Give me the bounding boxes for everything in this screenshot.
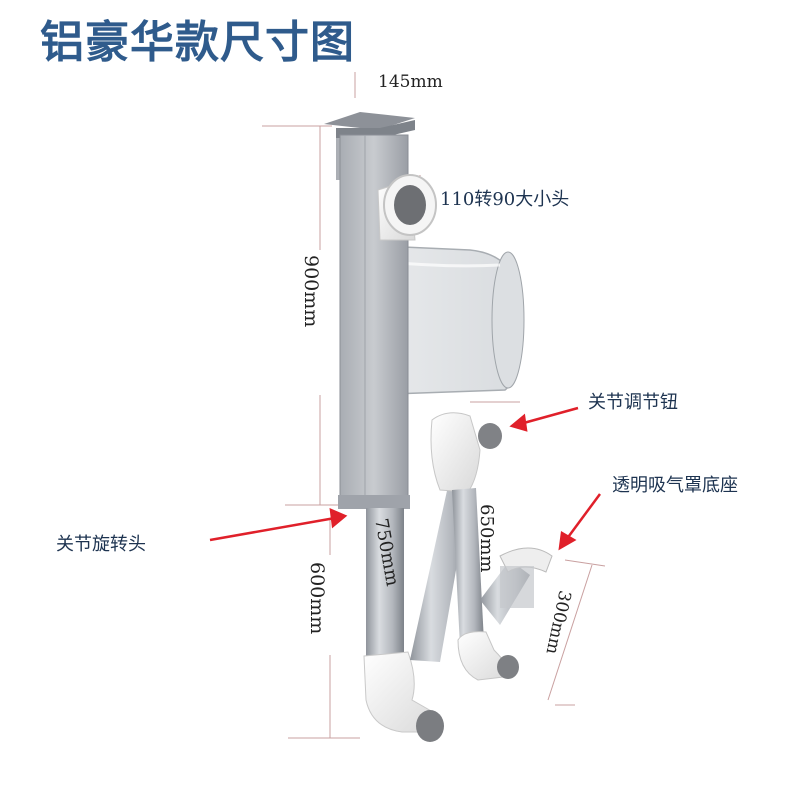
lower-tube [366, 508, 404, 658]
dim-top-width: 145mm [378, 72, 443, 92]
lower-elbow-joint [457, 631, 519, 681]
upper-elbow-joint [430, 412, 502, 493]
annotation-arrows [209, 406, 602, 551]
main-duct [324, 112, 415, 509]
dim-upper-height: 900mm [300, 255, 322, 328]
page-title: 铝豪华款尺寸图 [40, 17, 355, 68]
reducer-fitting [377, 174, 437, 241]
dim-lower-height: 600mm [306, 562, 328, 635]
arm-second [452, 488, 484, 646]
label-reducer: 110转90大小头 [440, 189, 570, 210]
hood-base [499, 547, 553, 608]
bottom-swivel-joint [363, 651, 444, 742]
label-swivel: 关节旋转头 [56, 534, 146, 555]
dim-arm-second: 650mm [476, 504, 497, 573]
label-hood-base: 透明吸气罩底座 [612, 475, 738, 496]
label-joint-knob: 关节调节钮 [588, 392, 678, 413]
